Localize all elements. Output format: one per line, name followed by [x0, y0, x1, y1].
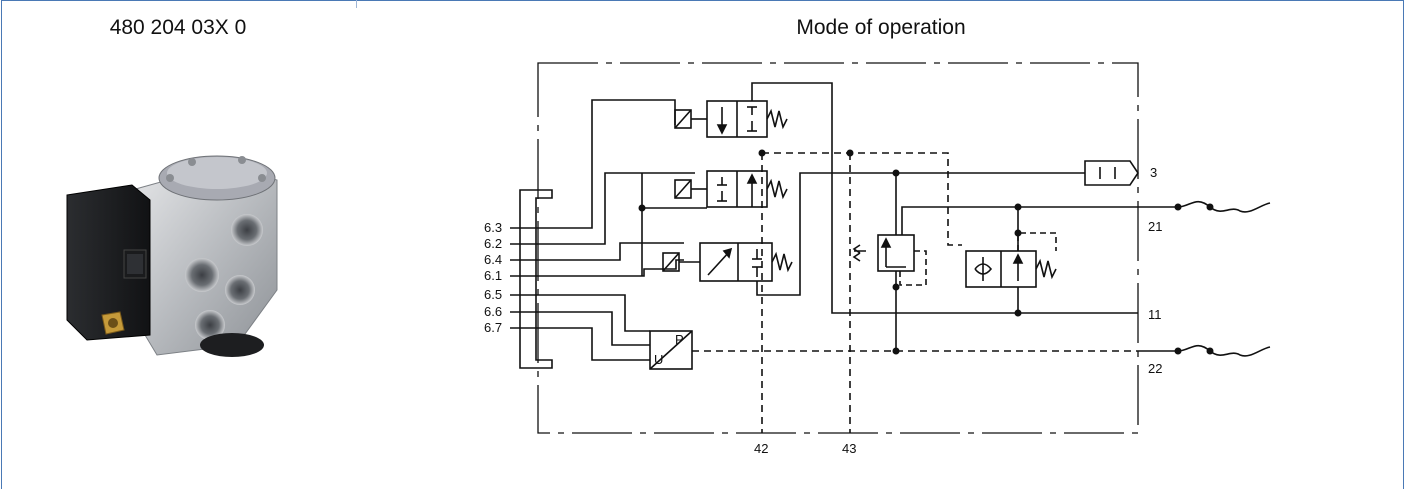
pilot-lines	[692, 152, 1138, 433]
port-label-11: 11	[1148, 307, 1162, 322]
connector-block	[519, 189, 553, 369]
signal-line-6-7	[510, 327, 650, 361]
left-port-labels: 6.3 6.2 6.4 6.1 6.5 6.6 6.7	[484, 220, 502, 335]
sensor-label-u: U	[654, 352, 663, 367]
port-21-line	[1138, 200, 1271, 213]
circuit-diagram: P U 6.3 6.2 6.4 6.1 6.5 6.6 6.7 3 21 11 …	[484, 62, 1271, 456]
signal-line-6-1	[510, 259, 684, 277]
solenoid-valve-1	[674, 100, 788, 138]
signal-line-6-3	[510, 99, 676, 229]
valve-unit-photo	[66, 155, 278, 357]
port-label-6-6: 6.6	[484, 304, 502, 319]
signal-line-6-5	[510, 294, 650, 332]
column-divider	[356, 0, 357, 8]
relay-valve	[852, 234, 927, 286]
housing-boundary	[537, 62, 1139, 434]
right-port-labels: 3 21 11 22	[1148, 165, 1162, 376]
solenoid-valve-3	[662, 242, 793, 282]
port-label-22: 22	[1148, 361, 1162, 376]
signal-line-6-4	[510, 242, 684, 261]
port-label-21: 21	[1148, 219, 1162, 234]
part-number-heading: 480 204 03X 0	[109, 16, 247, 39]
port-label-6-5: 6.5	[484, 287, 502, 302]
port-label-43: 43	[842, 441, 856, 456]
proportional-valve	[965, 232, 1057, 288]
tee-line-valves	[641, 173, 707, 276]
port-label-6-1: 6.1	[484, 268, 502, 283]
exhaust-silencer	[1084, 160, 1139, 186]
supply-line-a	[751, 82, 1138, 314]
port-label-6-3: 6.3	[484, 220, 502, 235]
solenoid-valve-2	[674, 170, 788, 208]
port-label-3: 3	[1150, 165, 1157, 180]
port-22-line	[1138, 344, 1271, 357]
port-label-42: 42	[754, 441, 768, 456]
signal-line-6-2	[510, 172, 695, 245]
sensor-label-p: P	[675, 332, 684, 347]
port-label-6-4: 6.4	[484, 252, 502, 267]
signal-line-6-6	[510, 311, 650, 346]
port-label-6-2: 6.2	[484, 236, 502, 251]
port-label-6-7: 6.7	[484, 320, 502, 335]
mode-of-operation-heading: Mode of operation	[796, 16, 966, 39]
bottom-port-labels: 42 43	[754, 441, 856, 456]
pressure-sensor	[649, 330, 693, 370]
